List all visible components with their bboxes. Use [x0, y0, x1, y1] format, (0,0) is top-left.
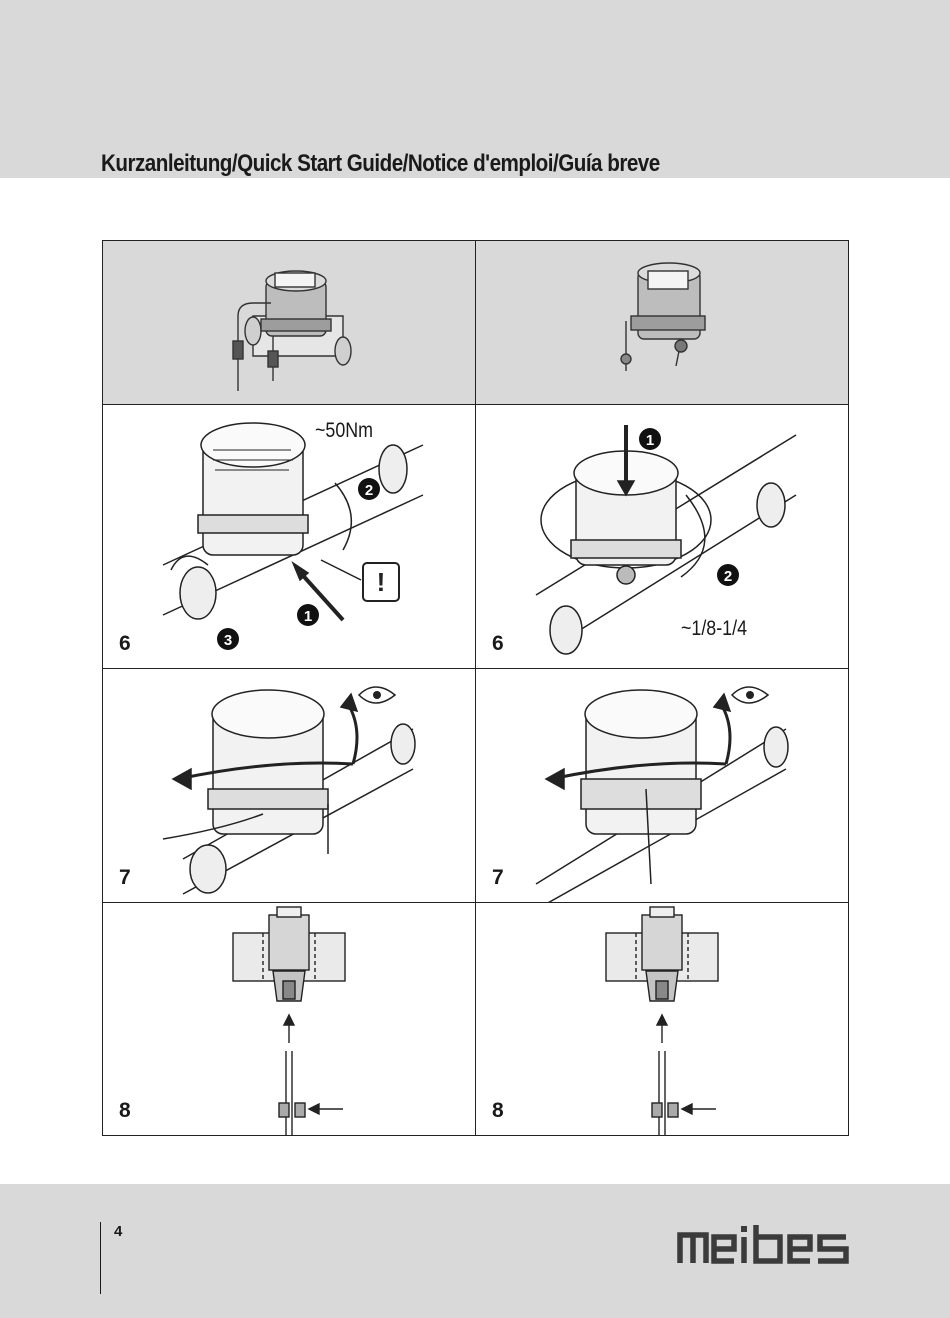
step-number: 7: [492, 866, 504, 889]
step-7-left-panel: 7: [103, 669, 475, 902]
grid-divider-row2: [103, 668, 848, 669]
step-number: 8: [119, 1099, 131, 1122]
meter-seal-overview-icon: [232, 270, 352, 391]
marker-two: 2: [724, 568, 732, 585]
page-title: Kurzanleitung/Quick Start Guide/Notice d…: [101, 150, 660, 177]
meter-clip-overview-icon: [620, 262, 706, 371]
instruction-grid: ! 1 2 3 ~50Nm 6: [102, 240, 849, 1136]
overview-illustration-left: [103, 241, 475, 404]
marker-two: 2: [365, 482, 373, 499]
step-6-left-panel: ! 1 2 3 ~50Nm 6: [103, 405, 475, 668]
step-number: 6: [492, 632, 504, 655]
step-8-right-panel: 8: [476, 903, 848, 1135]
meter-tighten-illustration: ! 1 2 3: [162, 422, 424, 650]
overview-illustration-right: [476, 241, 848, 404]
seal-insert-variant-illustration: [605, 906, 719, 1135]
step-number: 7: [119, 866, 131, 889]
marker-one: 1: [304, 608, 312, 625]
step-number: 8: [492, 1099, 504, 1122]
torque-label: ~50Nm: [315, 419, 374, 442]
step-8-left-panel: 8: [103, 903, 475, 1135]
marker-one: 1: [646, 432, 654, 449]
meter-press-turn-illustration: 1 2: [535, 425, 797, 655]
meibes-logo-icon: [677, 1225, 849, 1264]
meter-rotate-inspect-illustration: [162, 686, 416, 895]
turn-fraction-label: ~1/8-1/4: [681, 617, 748, 640]
warning-icon: !: [377, 567, 386, 597]
meter-clip-rotate-inspect-illustration: [535, 686, 789, 902]
marker-three: 3: [224, 632, 232, 649]
footer-rule: [100, 1222, 101, 1294]
step-number: 6: [119, 632, 131, 655]
seal-insert-illustration: [232, 906, 346, 1135]
step-6-right-panel: 1 2 ~1/8-1/4 6: [476, 405, 848, 668]
grid-divider-row3: [103, 902, 848, 903]
page-number: 4: [114, 1223, 123, 1240]
grid-divider-row1: [103, 404, 848, 405]
step-7-right-panel: 7: [476, 669, 848, 902]
header-band: [0, 0, 950, 178]
grid-divider-vertical: [475, 241, 476, 1135]
